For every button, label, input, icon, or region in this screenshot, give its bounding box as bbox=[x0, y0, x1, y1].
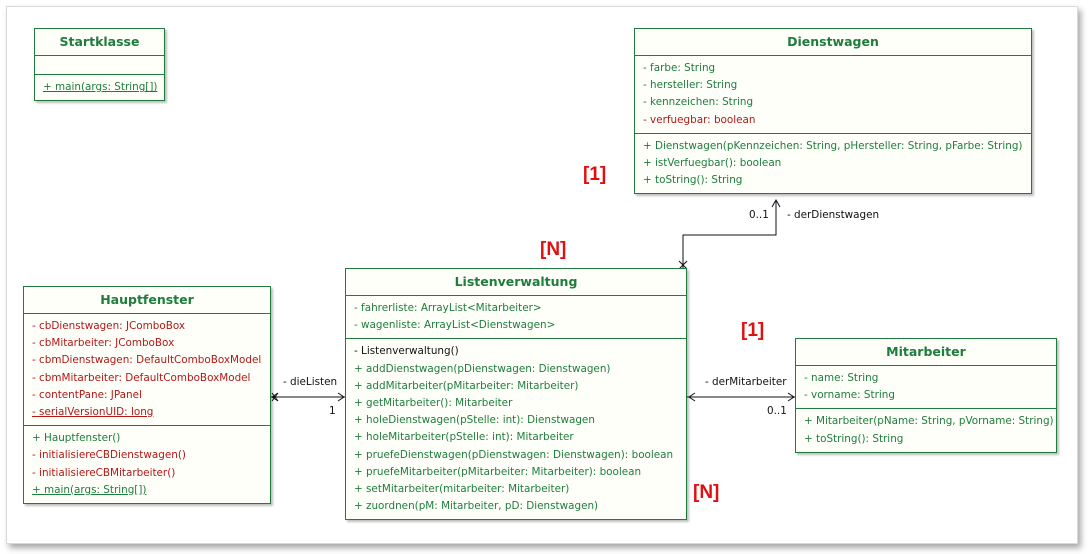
class-dienstwagen-attributes: - farbe: String - hersteller: String - ken… bbox=[635, 56, 1031, 133]
class-member: + setMitarbeiter(mitarbeiter: Mitarbeite… bbox=[354, 482, 570, 495]
class-member: - cbmDienstwagen: DefaultComboBoxModel bbox=[32, 354, 262, 367]
class-member: + Hauptfenster() bbox=[32, 432, 121, 445]
association-dermitarbeiter-end-mitarbeiter bbox=[787, 392, 795, 402]
class-member: + getMitarbeiter(): Mitarbeiter bbox=[354, 396, 513, 409]
class-member: - name: String bbox=[804, 372, 879, 384]
class-member: + addMitarbeiter(pMitarbeiter: Mitarbeit… bbox=[354, 379, 579, 392]
class-member: + holeDienstwagen(pStelle: int): Dienstw… bbox=[354, 414, 595, 427]
class-member: - wagenliste: ArrayList<Dienstwagen> bbox=[354, 319, 556, 332]
class-member: - kennzeichen: String bbox=[643, 96, 754, 109]
association-dielisten-multiplicity: 1 bbox=[329, 405, 336, 417]
association-derdienstwagen-multiplicity: 0..1 bbox=[749, 209, 769, 221]
class-startklasse-attributes bbox=[35, 56, 164, 74]
class-member: - contentPane: JPanel bbox=[32, 388, 142, 401]
class-member: - initialisiereCBMitarbeiter() bbox=[32, 466, 176, 479]
class-hauptfenster-operations: + Hauptfenster() - initialisiereCBDienstw… bbox=[24, 425, 270, 503]
class-dienstwagen-operations: + Dienstwagen(pKennzeichen: String, pHer… bbox=[635, 132, 1031, 194]
class-member: - verfuegbar: boolean bbox=[643, 113, 756, 126]
class-hauptfenster[interactable]: Hauptfenster - cbDienstwagen: JComboBox-… bbox=[23, 286, 271, 504]
class-member: - hersteller: String bbox=[643, 79, 738, 92]
class-mitarbeiter[interactable]: Mitarbeiter - name: String - vorname: Str… bbox=[795, 338, 1057, 453]
class-hauptfenster-title: Hauptfenster bbox=[24, 287, 270, 314]
class-listenverwaltung[interactable]: Listenverwaltung - fahrerliste: ArrayLis… bbox=[345, 268, 687, 521]
class-member: - cbDienstwagen: JComboBox bbox=[32, 320, 186, 332]
association-dermitarbeiter-multiplicity: 0..1 bbox=[767, 405, 787, 417]
class-member: + holeMitarbeiter(pStelle: int): Mitarbe… bbox=[354, 431, 574, 444]
class-dienstwagen-title: Dienstwagen bbox=[635, 29, 1031, 56]
class-member: - vorname: String bbox=[804, 389, 895, 402]
class-member: - Listenverwaltung() bbox=[354, 345, 459, 358]
class-member: - fahrerliste: ArrayList<Mitarbeiter> bbox=[354, 302, 542, 314]
annotation-mitarbeiter-multiplicity: [1] bbox=[741, 320, 765, 341]
class-member: + pruefeMitarbeiter(pMitarbeiter: Mitarb… bbox=[354, 465, 642, 478]
association-derdienstwagen-arrow bbox=[771, 198, 781, 208]
association-dermitarbeiter-end-listenverwaltung bbox=[688, 392, 696, 402]
association-derdienstwagen-line bbox=[682, 201, 777, 269]
class-member: - cbMitarbeiter: JComboBox bbox=[32, 337, 175, 350]
class-member: - initialisiereCBDienstwagen() bbox=[32, 449, 186, 462]
class-member: + Dienstwagen(pKennzeichen: String, pHer… bbox=[643, 139, 1023, 152]
class-startklasse[interactable]: Startklasse + main(args: String[]) bbox=[34, 28, 165, 102]
class-member: + addDienstwagen(pDienstwagen: Dienstwag… bbox=[354, 362, 611, 375]
association-derdienstwagen-cross bbox=[678, 260, 688, 270]
association-dielisten-role: - dieListen bbox=[283, 376, 338, 388]
association-dermitarbeiter-role: - derMitarbeiter bbox=[705, 376, 787, 388]
class-startklasse-operations: + main(args: String[]) bbox=[35, 74, 164, 100]
diagram-canvas: Startklasse + main(args: String[]) Diens… bbox=[6, 6, 1078, 544]
class-member: + main(args: String[]) bbox=[43, 81, 158, 93]
annotation-listenverwaltung-multiplicity: [N] bbox=[540, 239, 567, 260]
class-hauptfenster-attributes: - cbDienstwagen: JComboBox - cbMitarbeite… bbox=[24, 314, 270, 425]
class-mitarbeiter-attributes: - name: String - vorname: String bbox=[796, 366, 1056, 408]
annotation-dienstwagen-multiplicity: [1] bbox=[583, 164, 607, 185]
class-member: - farbe: String bbox=[643, 62, 716, 74]
association-dielisten-end-listenverwaltung bbox=[337, 392, 345, 402]
class-mitarbeiter-title: Mitarbeiter bbox=[796, 339, 1056, 366]
class-member: + main(args: String[]) bbox=[32, 483, 147, 496]
class-member: + Mitarbeiter(pName: String, pVorname: S… bbox=[804, 415, 1054, 428]
association-dielisten-end-hauptfenster bbox=[271, 392, 279, 402]
class-member: + toString(): String bbox=[643, 174, 743, 187]
class-startklasse-title: Startklasse bbox=[35, 29, 164, 56]
class-member: + pruefeDienstwagen(pDienstwagen: Dienst… bbox=[354, 448, 674, 461]
class-member: + toString(): String bbox=[804, 432, 904, 445]
class-listenverwaltung-title: Listenverwaltung bbox=[346, 269, 686, 296]
association-derdienstwagen-role: - derDienstwagen bbox=[787, 209, 880, 221]
class-dienstwagen[interactable]: Dienstwagen - farbe: String - hersteller:… bbox=[634, 28, 1032, 195]
class-member: - serialVersionUID: long bbox=[32, 405, 154, 418]
class-listenverwaltung-operations: - Listenverwaltung() + addDienstwagen(pDi… bbox=[346, 338, 686, 519]
association-lines bbox=[271, 198, 795, 402]
annotation-listenverwaltung-multiplicity-bottom: [N] bbox=[693, 482, 720, 503]
class-member: - cbmMitarbeiter: DefaultComboBoxModel bbox=[32, 371, 251, 384]
class-member: + istVerfuegbar(): boolean bbox=[643, 156, 782, 169]
class-listenverwaltung-attributes: - fahrerliste: ArrayList<Mitarbeiter> - w… bbox=[346, 296, 686, 338]
class-member: + zuordnen(pM: Mitarbeiter, pD: Dienstwa… bbox=[354, 500, 599, 513]
class-mitarbeiter-operations: + Mitarbeiter(pName: String, pVorname: S… bbox=[796, 408, 1056, 451]
